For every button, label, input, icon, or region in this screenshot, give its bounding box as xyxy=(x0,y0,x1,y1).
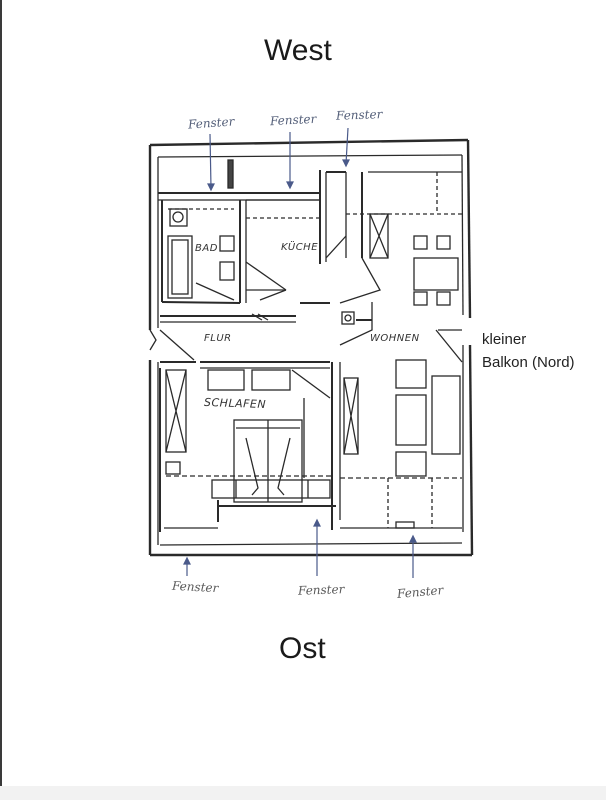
west-window-strip xyxy=(158,159,320,201)
room-label-living: WOHNEN xyxy=(370,333,420,344)
outer-walls xyxy=(148,138,474,557)
balcony-note-line-2: Balkon (Nord) xyxy=(482,354,575,371)
balcony-note-line-1: kleiner xyxy=(482,331,527,348)
window-arrows xyxy=(183,127,417,578)
bath-walls xyxy=(161,200,247,304)
living-room xyxy=(331,235,463,530)
room-label-kitchen: KÜCHE xyxy=(281,242,319,253)
hall-partitions xyxy=(149,171,462,399)
balcony-note: kleiner Balkon (Nord) xyxy=(482,328,575,374)
compass-east-label: Ost xyxy=(279,632,326,665)
bedroom xyxy=(159,368,336,532)
page-left-edge xyxy=(0,0,2,800)
page-bottom-band xyxy=(0,786,606,800)
compass-west-label: West xyxy=(264,34,332,67)
room-label-hallway: FLUR xyxy=(204,333,232,344)
room-label-bath: BAD xyxy=(195,243,218,254)
kitchen-walls xyxy=(245,170,347,304)
room-label-bedroom: SCHLAFEN xyxy=(203,395,267,412)
